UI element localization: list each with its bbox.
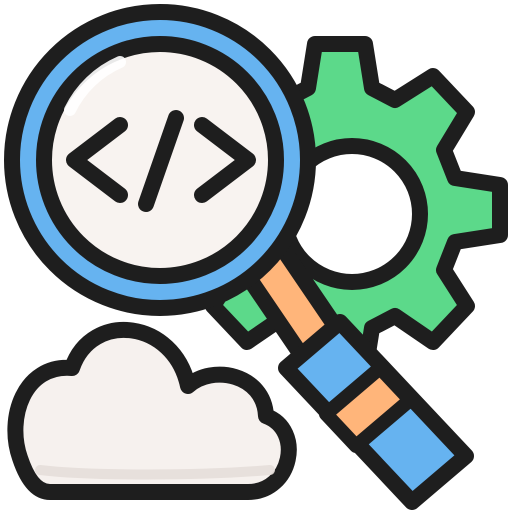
handle-band [319,361,417,453]
cloud-shadow [35,465,275,480]
cloud-icon [7,322,297,500]
left-angle-bracket-icon [66,117,128,203]
code-brackets-icon [66,110,256,212]
cloud-body [7,322,297,500]
slash-icon [138,110,184,212]
lens-glare [64,56,126,116]
right-angle-bracket-icon [194,117,256,203]
